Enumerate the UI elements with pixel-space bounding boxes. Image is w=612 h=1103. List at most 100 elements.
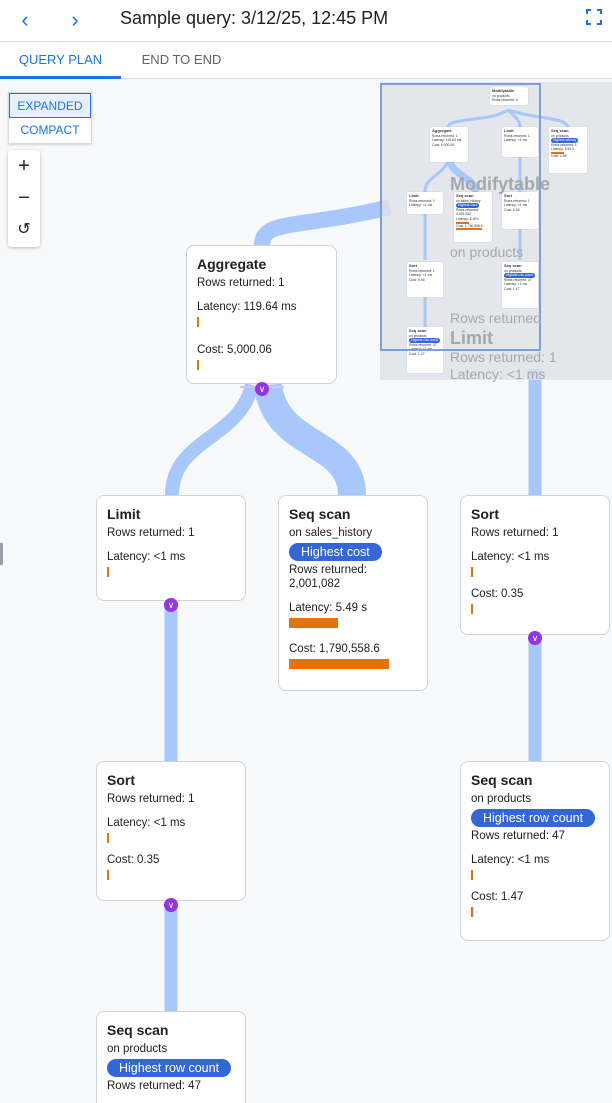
mini-latency: Latency: <1 ms xyxy=(409,273,433,278)
plan-node-limit[interactable]: Limit Rows returned: 1 Latency: <1 ms xyxy=(96,495,246,601)
cost-bar xyxy=(197,360,199,370)
compact-button[interactable]: COMPACT xyxy=(20,123,80,137)
latency-bar xyxy=(107,567,109,577)
highest-row-count-badge: Highest row count xyxy=(107,1059,232,1077)
node-latency: Latency: <1 ms xyxy=(471,551,550,563)
node-title: Sort xyxy=(471,506,499,522)
chevron-down-icon[interactable]: ∨ xyxy=(164,898,178,912)
chevron-down-icon[interactable]: ∨ xyxy=(164,598,178,612)
plan-node-seq-scan-products-left[interactable]: Seq scan on products Highest row count R… xyxy=(96,1011,246,1103)
node-cost: Cost: 1,790,558.6 xyxy=(289,643,380,655)
tab-bar: QUERY PLAN END TO END xyxy=(0,42,612,79)
mini-title: Limit xyxy=(504,128,514,133)
plan-node-seq-scan-products-right[interactable]: Seq scan on products Highest row count R… xyxy=(460,761,610,941)
node-rows-value: 2,001,082 xyxy=(289,578,341,590)
page-title: Sample query: 3/12/25, 12:45 PM xyxy=(120,8,389,28)
mini-table: on products xyxy=(492,93,510,98)
node-cost: Cost: 1.47 xyxy=(471,891,524,903)
reset-zoom-icon[interactable]: ↺ xyxy=(17,221,31,238)
mini-cost: Cost: 0.35 xyxy=(409,277,425,282)
mini-title: Seq scan xyxy=(504,263,522,268)
latency-bar xyxy=(289,618,338,628)
zoom-in-icon[interactable]: + xyxy=(18,155,30,177)
plan-node-seq-scan-sales-history[interactable]: Seq scan on sales_history Highest cost R… xyxy=(278,495,428,691)
scroll-handle[interactable] xyxy=(0,543,3,565)
mini-cost: Cost: 0.35 xyxy=(504,207,520,212)
chevron-down-icon[interactable]: ∨ xyxy=(528,631,542,645)
mini-cost: Cost: 1.47 xyxy=(504,286,520,291)
node-latency: Latency: <1 ms xyxy=(107,551,186,563)
latency-bar xyxy=(471,870,473,880)
node-rows: Rows returned: xyxy=(289,564,367,576)
zoom-out-icon[interactable]: − xyxy=(18,187,30,209)
mini-title: Aggregate xyxy=(432,128,452,133)
node-latency: Latency: 5.49 s xyxy=(289,602,367,614)
node-title: Seq scan xyxy=(107,1022,169,1038)
node-table: on sales_history xyxy=(289,527,373,539)
mini-latency: Latency: <1 ms xyxy=(504,138,528,143)
mini-rows: Rows returned: 1 xyxy=(504,198,530,203)
node-rows: Rows returned: 47 xyxy=(107,1080,201,1092)
view-toggle: EXPANDED COMPACT xyxy=(8,92,92,144)
mini-table: on products xyxy=(551,133,569,138)
cost-bar xyxy=(107,870,109,880)
minimap-viewport[interactable] xyxy=(380,83,541,351)
fullscreen-icon[interactable] xyxy=(586,9,602,25)
mini-cost: Cost: 1,790,558.6 xyxy=(456,223,483,228)
node-title: Aggregate xyxy=(197,256,267,272)
mini-rows: Rows returned: 1 xyxy=(409,198,435,203)
edge-aggregate-seqscan xyxy=(254,382,366,497)
latency-bar xyxy=(197,317,199,327)
plan-canvas[interactable]: EXPANDED COMPACT + − ↺ Aggregate Rows re… xyxy=(0,79,612,1103)
mini-table: on sales_history xyxy=(456,198,481,203)
mini-rows: Rows returned: 1 xyxy=(551,142,577,147)
mini-rows: Rows returned: 1 xyxy=(432,133,458,138)
mini-table: on products xyxy=(409,333,427,338)
mini-cost: Cost: 5,000.06 xyxy=(432,142,455,147)
expanded-button[interactable]: EXPANDED xyxy=(9,93,91,118)
edge-aggregate-limit xyxy=(165,383,259,496)
mini-badge: Highest latency xyxy=(551,138,579,143)
plan-node-sort-left[interactable]: Sort Rows returned: 1 Latency: <1 ms Cos… xyxy=(96,761,246,901)
mini-rows: Rows returned: 0 xyxy=(492,98,518,103)
mini-badge: Highest row count xyxy=(409,338,441,343)
node-title: Seq scan xyxy=(289,506,351,522)
mini-rows: Rows returned: 47 xyxy=(409,342,437,347)
plan-node-aggregate[interactable]: Aggregate Rows returned: 1 Latency: 119.… xyxy=(186,245,337,384)
node-title: Sort xyxy=(107,772,135,788)
chevron-left-icon[interactable]: ‹ xyxy=(21,7,29,32)
node-latency: Latency: <1 ms xyxy=(471,854,550,866)
ghost-node-table: on products xyxy=(450,244,524,260)
mini-cost: Cost: 1.47 xyxy=(409,351,425,356)
node-latency: Latency: 119.64 ms xyxy=(197,301,297,313)
mini-rows: Rows returned: 1 xyxy=(409,268,435,273)
mini-latency: Latency: 5.61 s xyxy=(551,147,574,152)
node-latency: Latency: <1 ms xyxy=(107,817,186,829)
edge-modify-aggregate xyxy=(254,199,392,246)
node-rows: Rows returned: 1 xyxy=(107,793,195,805)
ghost-node-latency: Latency: <1 ms xyxy=(450,366,546,382)
node-rows: Rows returned: 1 xyxy=(107,527,195,539)
tab-end-to-end[interactable]: END TO END xyxy=(141,52,222,67)
mini-title: Modifytable xyxy=(492,88,515,93)
mini-rows: Rows returned: 47 xyxy=(504,277,532,282)
chevron-right-icon[interactable]: › xyxy=(71,7,79,32)
cost-bar xyxy=(471,604,473,614)
mini-title: Seq scan xyxy=(409,328,427,333)
tab-query-plan[interactable]: QUERY PLAN xyxy=(0,42,121,79)
node-cost: Cost: 0.35 xyxy=(471,588,524,600)
plan-node-sort-right[interactable]: Sort Rows returned: 1 Latency: <1 ms Cos… xyxy=(460,495,610,635)
node-title: Seq scan xyxy=(471,772,533,788)
chevron-down-icon[interactable]: ∨ xyxy=(255,382,269,396)
mini-latency: Latency: <1 ms xyxy=(504,203,528,208)
latency-bar xyxy=(107,833,109,843)
mini-title: Limit xyxy=(409,193,419,198)
mini-title: Sort xyxy=(504,193,512,198)
ghost-node-rows: Rows returned xyxy=(450,310,542,326)
